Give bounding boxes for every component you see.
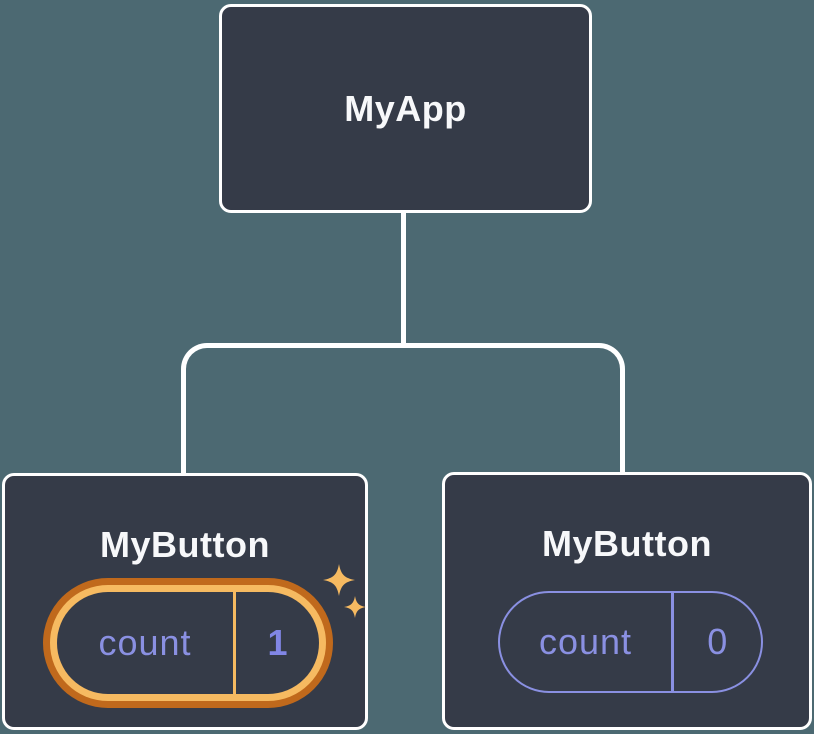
state-value-cell: 0 (674, 593, 762, 691)
state-key-label: count (538, 621, 633, 662)
state-pill-divider (233, 592, 236, 694)
sparkle-icon (344, 596, 366, 618)
node-myapp-label: MyApp (344, 87, 467, 129)
sparkle-icon (323, 564, 355, 596)
state-value-cell: 1 (236, 592, 319, 694)
state-pill-body: count 1 (57, 592, 319, 694)
connector-root-stem (401, 211, 406, 347)
connector-branch-bracket (181, 343, 625, 475)
node-mybutton-left: MyButton count 1 (2, 473, 368, 730)
state-pill-divider (671, 593, 674, 691)
state-pill-plain: count 0 (498, 591, 763, 693)
node-mybutton-left-label: MyButton (100, 524, 270, 565)
state-key-cell: count (500, 593, 671, 691)
node-mybutton-right-label: MyButton (542, 523, 712, 564)
state-key-label: count (98, 622, 192, 663)
state-value-label: 0 (707, 621, 728, 662)
node-mybutton-right: MyButton count 0 (442, 472, 812, 730)
node-myapp: MyApp (219, 4, 592, 213)
state-pill-highlighted: count 1 (43, 578, 333, 708)
state-value-label: 1 (267, 622, 288, 663)
state-key-cell: count (57, 592, 233, 694)
state-pill-highlight-ring: count 1 (50, 585, 326, 701)
